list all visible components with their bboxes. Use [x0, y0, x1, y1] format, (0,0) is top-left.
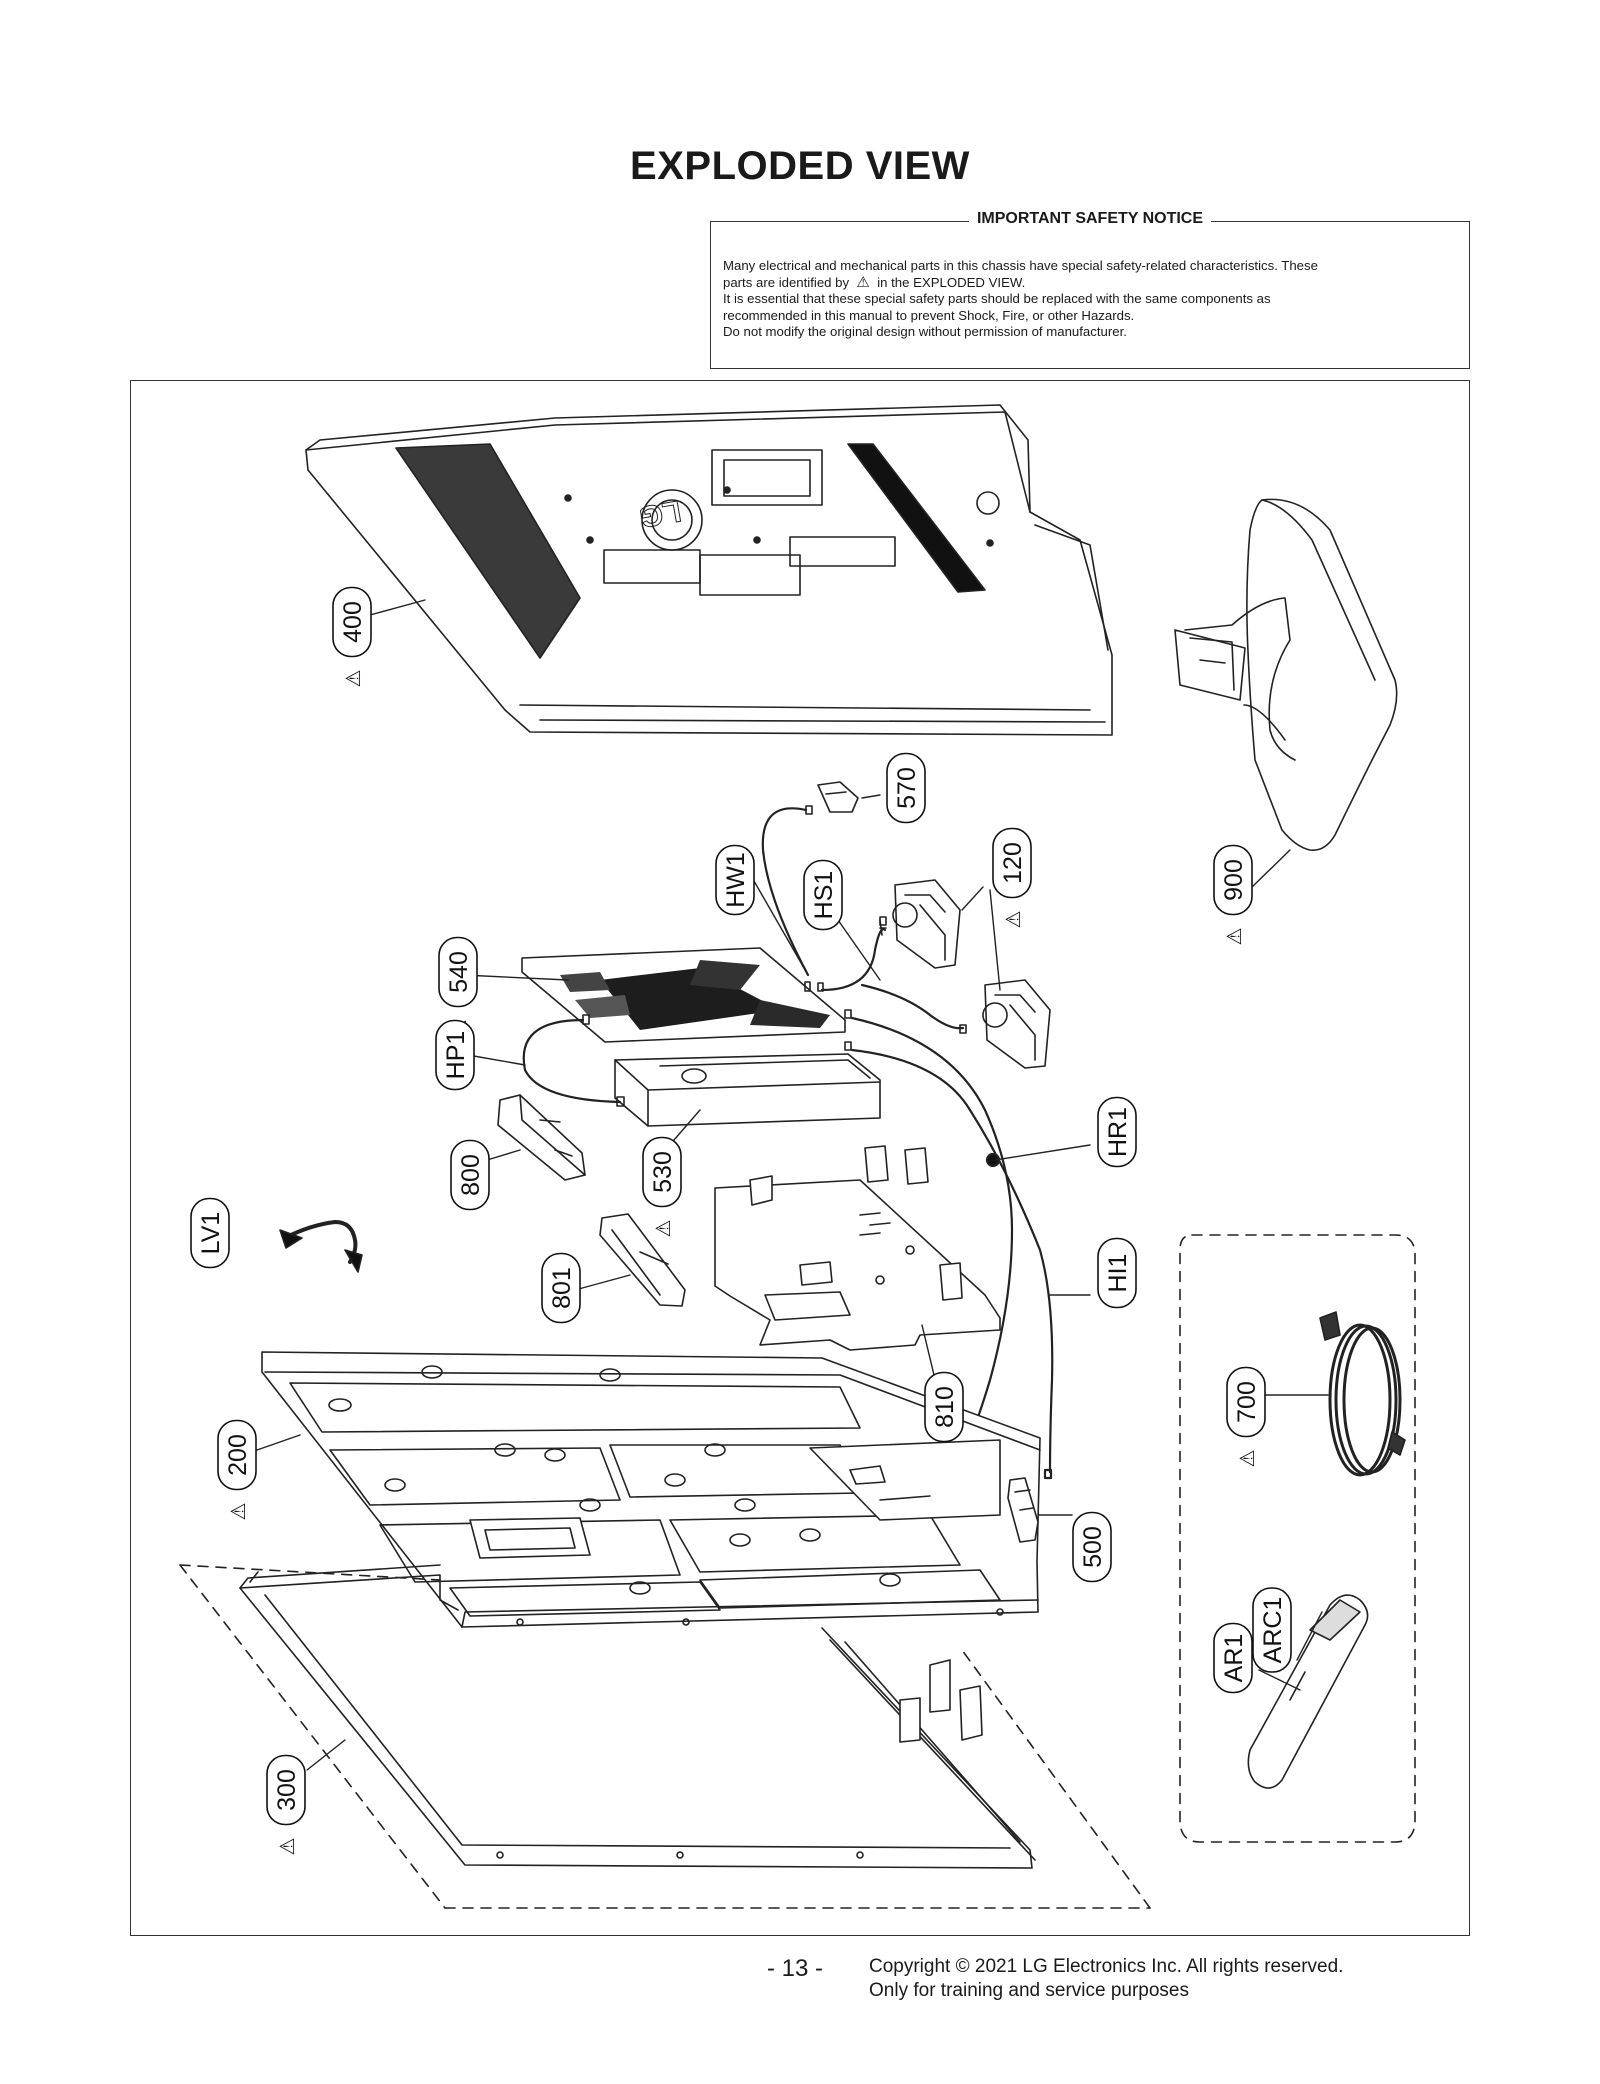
part-label-810: 810 [924, 1371, 964, 1443]
part-label-ar1: AR1 [1213, 1622, 1253, 1694]
part-label-text: HW1 [722, 852, 750, 908]
safety-notice-title: IMPORTANT SAFETY NOTICE [711, 210, 1469, 228]
part-label-200: 200 ⚠ [217, 1419, 257, 1521]
notice-line-2-post: in the EXPLODED VIEW. [877, 274, 1026, 290]
part-label-text: 200 [224, 1434, 252, 1476]
bracket-801-drawing [599, 1213, 686, 1307]
diagram-frame [130, 380, 1470, 1936]
warning-triangle-icon: ⚠ [226, 1503, 250, 1521]
page-number: - 13 - [767, 1955, 824, 1982]
safety-notice-box: IMPORTANT SAFETY NOTICE Many electrical … [710, 210, 1470, 369]
part-label-text: 540 [445, 951, 473, 993]
part-label-300: 300 ⚠ [266, 1754, 306, 1856]
part-label-hs1: HS1 [803, 859, 843, 931]
back-cover-drawing: LG [305, 404, 1113, 736]
remote-control-drawing [1247, 1594, 1369, 1789]
warning-triangle-icon: ⚠ [275, 1838, 299, 1856]
small-board-500-drawing [1007, 1477, 1039, 1543]
warning-triangle-icon: ⚠ [1235, 1450, 1259, 1468]
part-label-text: 800 [457, 1154, 485, 1196]
part-label-text: 900 [1220, 859, 1248, 901]
power-box-530-drawing [614, 1053, 881, 1127]
copyright: Copyright © 2021 LG Electronics Inc. All… [869, 1955, 1343, 2003]
notice-line-3: It is essential that these special safet… [723, 291, 1271, 306]
leader-lines [256, 599, 1329, 1771]
part-label-800: 800 [450, 1139, 490, 1211]
back-chassis-200-drawing [261, 1351, 1041, 1628]
cable-harness-drawing [522, 807, 1054, 1480]
part-label-hp1: HP1 [435, 1019, 475, 1091]
part-label-text: 300 [273, 1769, 301, 1811]
copyright-line-2: Only for training and service purposes [869, 1980, 1189, 2001]
safety-notice-body: Many electrical and mechanical parts in … [723, 258, 1455, 341]
warning-triangle-icon: ⚠ [651, 1220, 675, 1238]
part-label-hi1: HI1 [1097, 1237, 1137, 1309]
stand-drawing [1174, 498, 1398, 852]
part-label-text: 530 [649, 1151, 677, 1193]
part-label-text: AR1 [1220, 1634, 1248, 1683]
part-label-text: HP1 [442, 1031, 470, 1080]
warning-triangle-icon: ⚠ [341, 670, 365, 688]
part-label-400: 400 ⚠ [332, 586, 372, 688]
power-cord-region-drawing [1179, 1234, 1416, 1843]
notice-line-4: recommended in this manual to prevent Sh… [723, 307, 1135, 323]
part-label-text: 810 [931, 1386, 959, 1428]
lvds-cable-drawing [279, 1220, 363, 1273]
part-label-500: 500 [1072, 1511, 1112, 1583]
part-label-text: HS1 [810, 871, 838, 920]
part-label-hw1: HW1 [715, 844, 755, 916]
part-label-text: 500 [1079, 1526, 1107, 1568]
copyright-line-1: Copyright © 2021 LG Electronics Inc. All… [869, 1956, 1344, 1977]
part-label-text: HI1 [1104, 1254, 1132, 1293]
notice-line-2: parts are identified by ⚠ in the EXPLODE… [723, 273, 1455, 292]
part-label-700: 700 ⚠ [1226, 1366, 1266, 1468]
notice-line-1: Many electrical and mechanical parts in … [723, 258, 1318, 273]
notice-line-5: Do not modify the original design withou… [723, 324, 1127, 339]
part-label-text: 801 [548, 1267, 576, 1309]
part-label-lv1: LV1 [190, 1197, 230, 1269]
part-label-text: ARC1 [1259, 1597, 1287, 1664]
part-label-text: 700 [1233, 1381, 1261, 1423]
part-label-570: 570 [886, 752, 926, 824]
part-label-text: HR1 [1104, 1107, 1132, 1157]
page-title: EXPLODED VIEW [630, 144, 970, 188]
bracket-570-drawing [805, 781, 859, 815]
part-label-801: 801 [541, 1252, 581, 1324]
part-label-arc1: ARC1 [1252, 1587, 1292, 1673]
part-label-530: 530 ⚠ [642, 1136, 682, 1238]
part-label-text: 400 [339, 601, 367, 643]
lg-logo-text: LG [637, 494, 684, 534]
warning-triangle-icon: ⚠ [1001, 911, 1025, 929]
part-label-120: 120 ⚠ [992, 827, 1032, 929]
warning-triangle-icon: ⚠ [1222, 928, 1246, 946]
subframe-810-drawing [714, 1145, 1001, 1351]
part-label-text: LV1 [197, 1212, 225, 1255]
part-label-900: 900 ⚠ [1213, 844, 1253, 946]
front-bezel-300-drawing [179, 1564, 1151, 1909]
part-label-hr1: HR1 [1097, 1096, 1137, 1168]
speakers-drawing [879, 879, 1051, 1069]
part-label-text: 570 [893, 767, 921, 809]
bracket-800-drawing [497, 1094, 586, 1181]
part-label-text: 120 [999, 842, 1027, 884]
notice-line-2-pre: parts are identified by [723, 274, 850, 290]
safety-notice-title-text: IMPORTANT SAFETY NOTICE [968, 210, 1212, 227]
warning-triangle-icon: ⚠ [856, 273, 870, 291]
main-board-540-drawing [521, 947, 852, 1051]
